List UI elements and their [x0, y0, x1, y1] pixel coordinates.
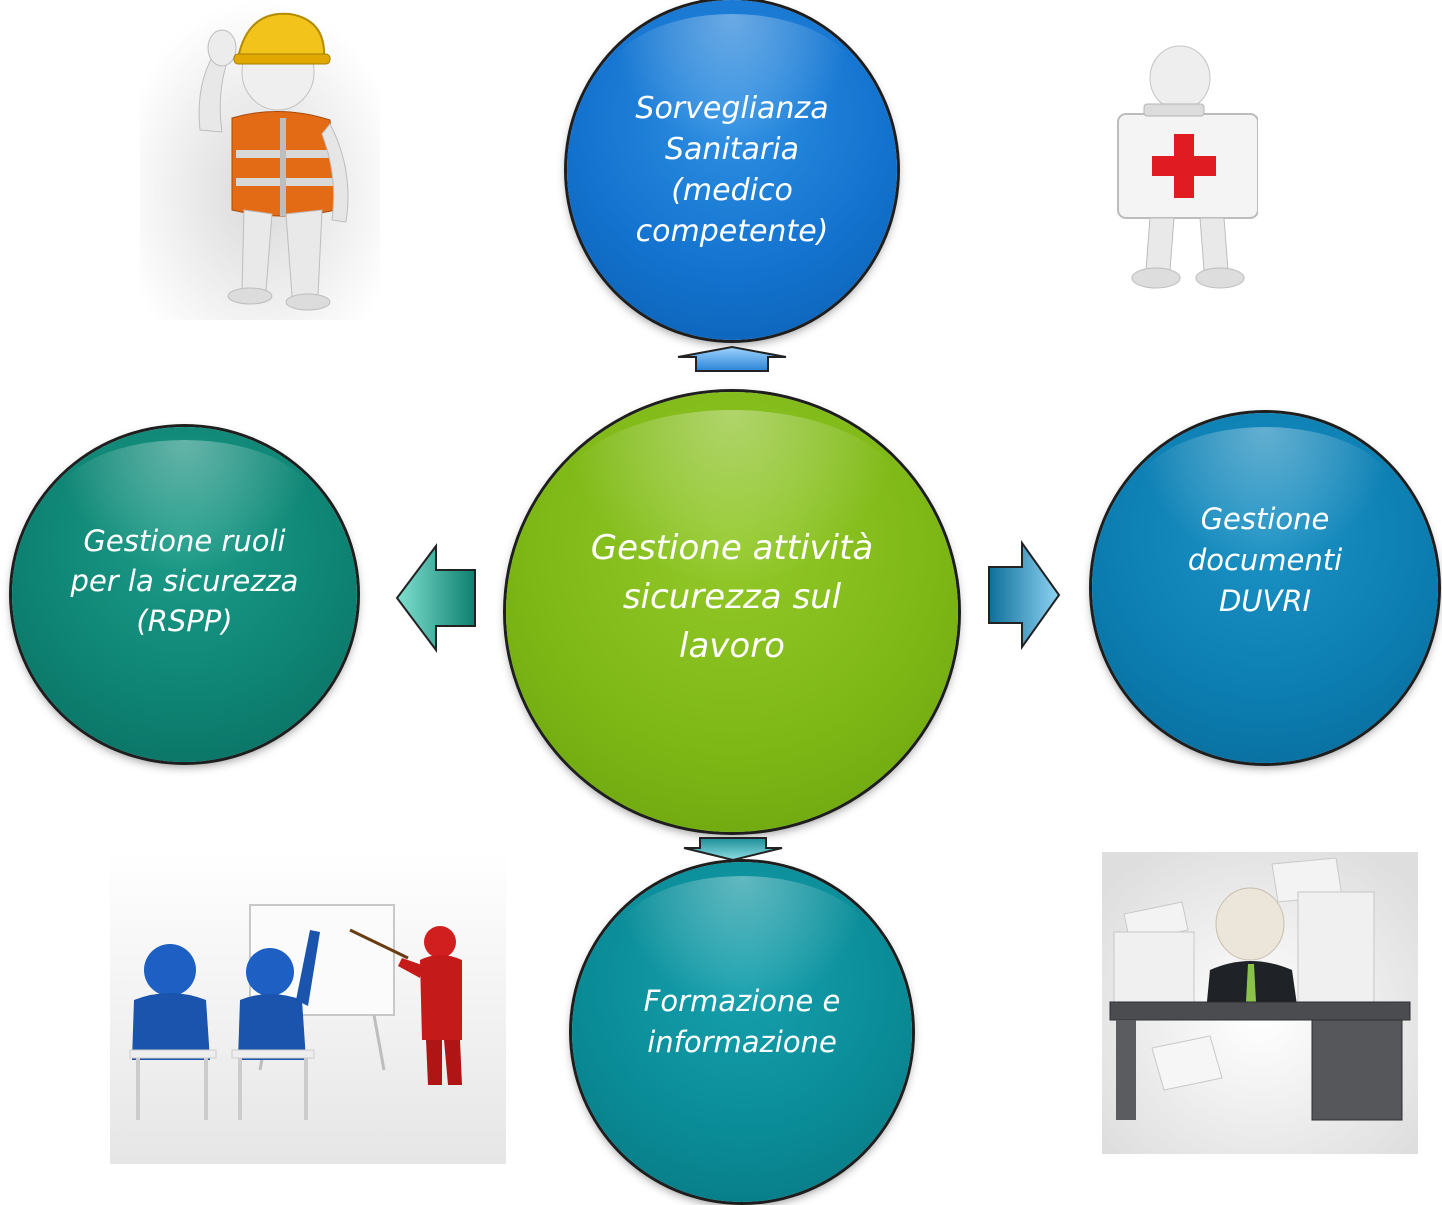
node-gestione-attivita: Gestione attività sicurezza sul lavoro	[506, 392, 958, 832]
arrow-up-icon	[677, 345, 787, 372]
first-aid-illustration	[1108, 34, 1258, 298]
classroom-training-illustration	[110, 850, 506, 1164]
arrow-right-icon	[988, 540, 1061, 650]
node-formazione: Formazione e informazione	[572, 862, 912, 1202]
arrow-left-icon	[395, 543, 476, 653]
node-gestione-documenti: Gestione documenti DUVRI	[1092, 413, 1438, 763]
node-sorveglianza-sanitaria: Sorveglianza Sanitaria (medico competent…	[567, 0, 897, 340]
node-gestione-ruoli: Gestione ruoli per la sicurezza (RSPP)	[12, 427, 357, 762]
node-gestione-documenti-label: Gestione documenti DUVRI	[1187, 501, 1343, 618]
node-gestione-ruoli-label: Gestione ruoli per la sicurezza (RSPP)	[70, 523, 299, 638]
node-sorveglianza-label: Sorveglianza Sanitaria (medico competent…	[635, 91, 829, 249]
node-gestione-attivita-label: Gestione attività sicurezza sul lavoro	[590, 527, 874, 666]
node-formazione-label: Formazione e informazione	[643, 984, 841, 1059]
office-paperwork-illustration	[1102, 852, 1418, 1154]
worker-helmet-illustration	[140, 0, 380, 320]
arrow-down-icon	[683, 837, 783, 862]
